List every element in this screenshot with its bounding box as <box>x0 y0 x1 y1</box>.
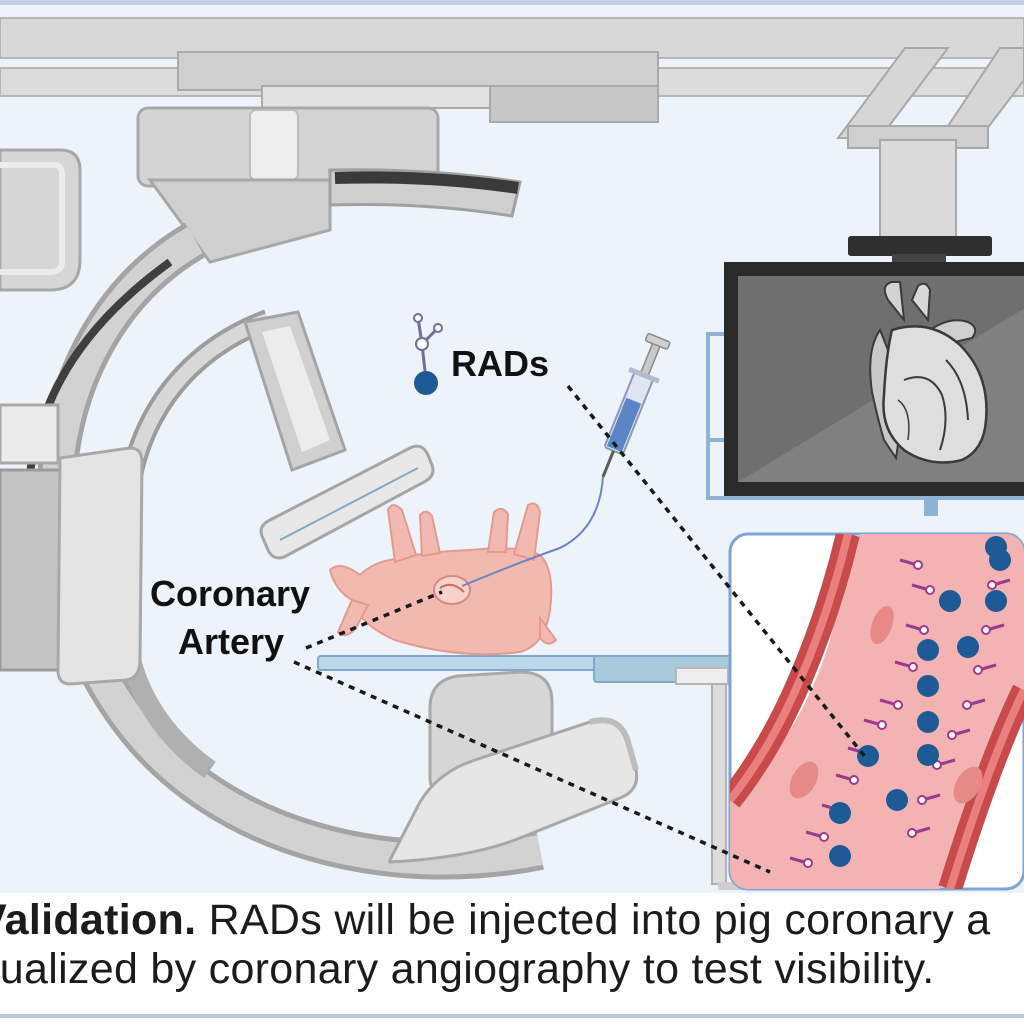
receptor-icon <box>894 660 918 672</box>
ceiling-mount <box>836 47 1024 264</box>
vessel-zoom-panel <box>728 532 1024 891</box>
c-arm-machine <box>0 106 639 880</box>
rad-particle <box>985 590 1007 612</box>
caption-line-2: sualized by coronary angiography to test… <box>0 945 935 993</box>
receptor-icon <box>917 793 941 805</box>
rad-particle <box>917 711 939 733</box>
ceiling-rails <box>0 17 1024 123</box>
syringe-icon <box>601 333 671 478</box>
catheter-line <box>461 475 604 587</box>
rad-molecule-icon <box>413 313 443 395</box>
receptor-icon <box>905 623 929 635</box>
monitor-arm <box>706 332 1024 516</box>
receptor-icon <box>907 826 931 838</box>
pig-icon <box>328 502 558 656</box>
receptor-icon <box>863 718 887 730</box>
rad-particle <box>917 744 939 766</box>
caption-line-1: Validation. RADs will be injected into p… <box>0 896 990 945</box>
receptor-icon <box>805 830 829 842</box>
receptor-icon <box>879 698 903 710</box>
rad-particle <box>957 636 979 658</box>
receptor-icon <box>789 856 813 868</box>
caption-bold-heading: Validation. <box>0 896 197 944</box>
receptor-icon <box>835 773 859 785</box>
coronary-label-line2: Artery <box>178 621 284 662</box>
figure-caption: Validation. RADs will be injected into p… <box>0 893 1024 1011</box>
receptor-icon <box>987 578 1011 590</box>
rads-label: RADs <box>451 343 549 384</box>
receptor-icon <box>973 663 997 675</box>
coronary-label-line1: Coronary <box>150 573 310 614</box>
rad-particle <box>917 675 939 697</box>
monitor <box>724 262 1024 496</box>
caption-line-1-text: RADs will be injected into pig coronary … <box>196 896 991 944</box>
callout-lines <box>293 384 868 874</box>
rad-particle <box>829 845 851 867</box>
rad-particle <box>829 802 851 824</box>
rad-particle <box>939 590 961 612</box>
receptor-icon <box>899 558 923 570</box>
rad-particle <box>857 745 879 767</box>
receptor-icon <box>962 698 986 710</box>
angiography-illustration: RADs Coronary Artery <box>0 0 1024 893</box>
rad-particle <box>917 639 939 661</box>
receptor-icon <box>981 623 1005 635</box>
bottom-rule <box>0 1014 1024 1018</box>
receptor-icon <box>947 728 971 740</box>
rad-particle <box>886 789 908 811</box>
rad-particle <box>989 549 1011 571</box>
heart-icon <box>869 281 988 464</box>
rad-particle-group <box>829 536 1011 867</box>
receptor-icon <box>911 583 935 595</box>
top-rule <box>0 0 1024 5</box>
receptor-group <box>789 558 1011 868</box>
